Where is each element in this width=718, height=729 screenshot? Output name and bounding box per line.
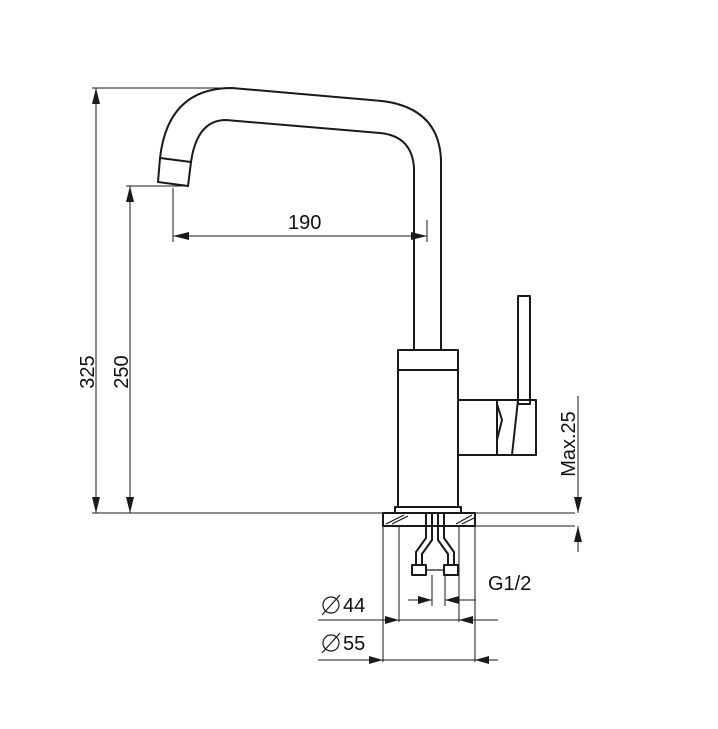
max-thickness-dimension-label: Max.25	[558, 411, 580, 477]
reach-dimension-label: 190	[288, 212, 321, 234]
lever-handle	[496, 295, 537, 456]
hole-diameter-dimension-label: 44	[343, 595, 365, 617]
diameter-icon	[321, 632, 341, 654]
diameter-icon	[321, 594, 341, 616]
mounting	[382, 512, 476, 576]
base-diameter-dimension-label: 55	[343, 633, 365, 655]
total-height-dimension-label: 325	[77, 355, 99, 388]
spout-height-dimension-label: 250	[111, 355, 133, 388]
thread-dimension-label: G1/2	[488, 573, 531, 595]
faucet-body	[394, 349, 498, 514]
dimension-lines	[92, 87, 582, 664]
